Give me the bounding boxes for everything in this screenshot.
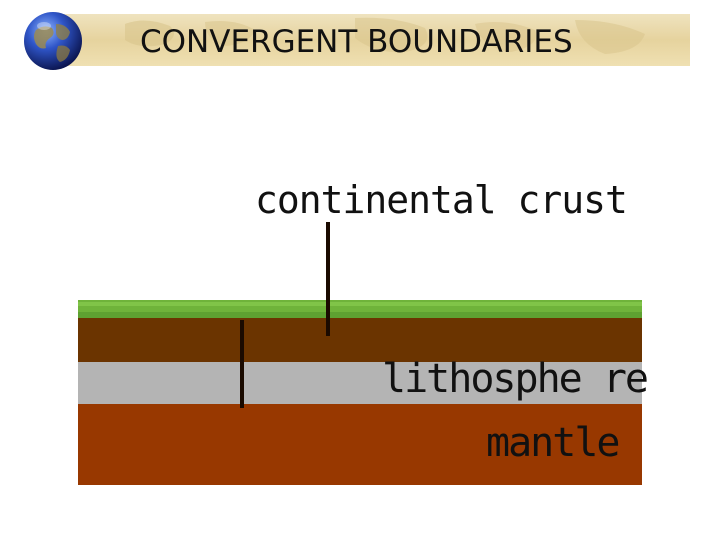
earth-layers-diagram [78, 300, 642, 485]
world-map-watermark [125, 17, 645, 54]
lithosphere-layer [78, 362, 642, 404]
title-banner [55, 14, 690, 66]
lithosphere-label: lithosphe re [382, 356, 649, 402]
page-title: CONVERGENT BOUNDARIES [140, 24, 573, 60]
mantle-layer [78, 404, 642, 485]
mantle-label: mantle [486, 420, 620, 466]
continental-crust-layer [78, 318, 642, 362]
crust-pointer-line [326, 222, 330, 336]
globe-icon [24, 12, 82, 70]
continental-crust-label: continental crust [255, 178, 628, 222]
lithosphere-pointer-line [240, 320, 244, 408]
